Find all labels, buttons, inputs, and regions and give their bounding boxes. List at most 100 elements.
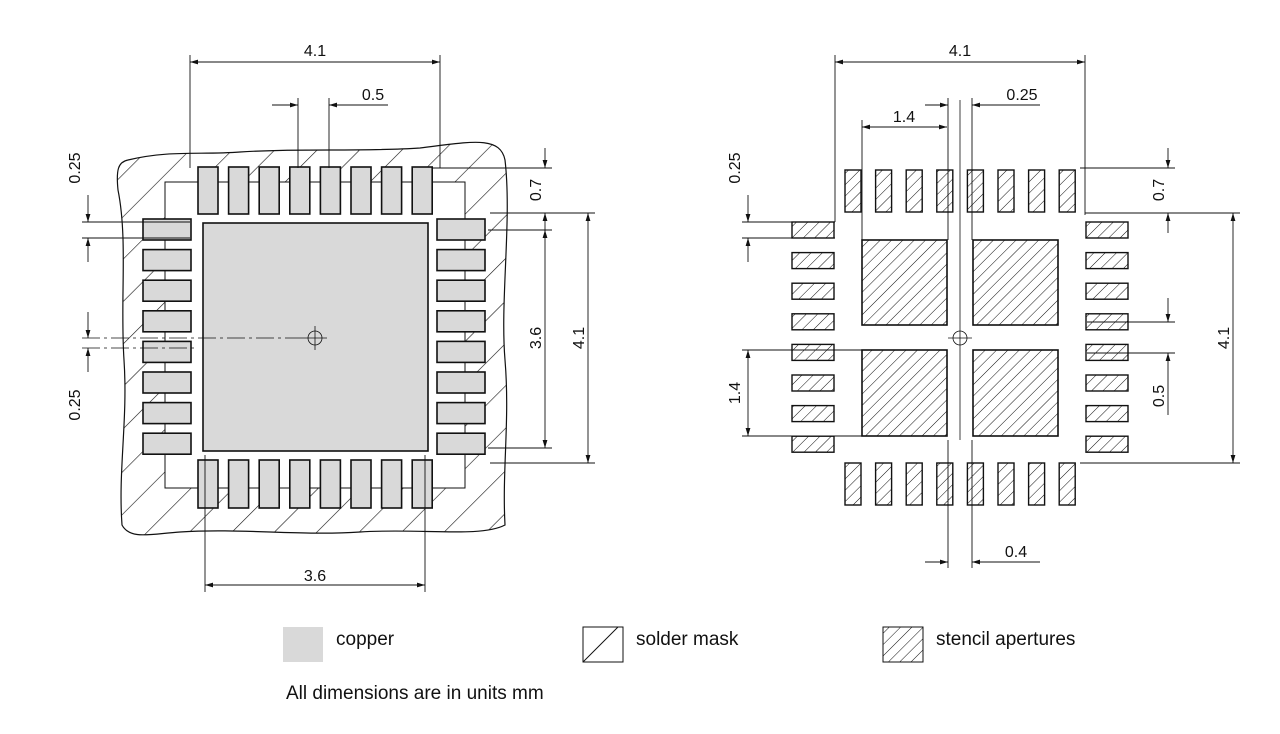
stencil-aperture — [791, 343, 835, 362]
copper-pad — [142, 248, 192, 272]
legend-stencil-label: stencil apertures — [936, 629, 1076, 650]
right-bottom-gap-label: 0.4 — [1005, 544, 1027, 561]
stencil-aperture — [1085, 343, 1129, 362]
right-stencil-width-label: 1.4 — [893, 109, 915, 126]
copper-pad — [197, 459, 219, 509]
stencil-aperture — [936, 169, 954, 213]
stencil-aperture — [861, 239, 948, 326]
left-dimension-labels: 4.1 0.5 0.7 3.6 4.1 0.25 0.25 3.6 — [67, 43, 588, 585]
stencil-aperture — [791, 404, 835, 423]
stencil-aperture — [997, 462, 1015, 506]
stencil-aperture — [1058, 169, 1076, 213]
stencil-aperture — [791, 282, 835, 300]
copper-pad — [319, 459, 342, 509]
stencil-aperture — [874, 462, 893, 506]
copper-pad — [436, 401, 486, 425]
copper-pad — [380, 459, 403, 509]
stencil-aperture — [997, 169, 1015, 213]
copper-pad — [288, 459, 311, 509]
copper-pad — [142, 218, 192, 241]
stencil-aperture — [791, 221, 835, 239]
right-pad-width-label: 0.25 — [727, 152, 744, 183]
solder-mask-swatch — [582, 626, 624, 663]
copper-pad — [142, 401, 192, 425]
stencil-aperture — [791, 435, 835, 453]
copper-pad — [436, 248, 486, 272]
right-outer-span-label: 4.1 — [1216, 327, 1233, 349]
stencil-aperture — [905, 462, 923, 506]
stencil-aperture — [791, 313, 835, 331]
copper-pad — [350, 459, 372, 509]
right-top-width-label: 4.1 — [949, 43, 971, 60]
stencil-aperture — [874, 169, 893, 213]
stencil-aperture — [791, 251, 835, 270]
right-dimension-labels: 4.1 0.25 1.4 0.7 4.1 0.5 0.25 1.4 0.4 — [727, 43, 1233, 561]
stencil-aperture — [966, 462, 985, 506]
right-center-gap-label: 0.25 — [1006, 87, 1037, 104]
copper-pad — [436, 279, 486, 303]
copper-pad — [350, 166, 372, 215]
copper-pad — [227, 459, 250, 509]
copper-pad — [436, 371, 486, 394]
copper-pad — [227, 166, 250, 215]
left-pad-span-label: 3.6 — [528, 327, 545, 349]
copper-pad — [142, 279, 192, 303]
stencil-aperture — [1027, 462, 1046, 506]
stencil-aperture — [844, 462, 862, 506]
stencil-aperture — [791, 374, 835, 392]
stencil-aperture — [844, 169, 862, 213]
left-dimensions — [82, 55, 595, 592]
copper-pad — [288, 166, 311, 215]
stencil-aperture — [972, 239, 1059, 326]
stencil-aperture — [1027, 169, 1046, 213]
copper-pad — [436, 218, 486, 241]
copper-pad — [142, 340, 192, 364]
stencil-aperture — [936, 462, 954, 506]
left-pad-length-label: 0.7 — [528, 179, 545, 201]
copper-swatch — [283, 627, 323, 662]
stencil-aperture — [905, 169, 923, 213]
stencil-aperture — [1085, 221, 1129, 239]
left-pitch-label: 0.5 — [362, 87, 384, 104]
copper-pad — [258, 459, 281, 509]
right-center-mark — [948, 100, 972, 440]
right-dimensions — [742, 55, 1240, 568]
copper-pad — [142, 309, 192, 333]
copper-pad — [319, 166, 342, 215]
copper-pad — [142, 371, 192, 394]
right-pads — [791, 169, 1129, 506]
center-copper-pad — [202, 222, 429, 452]
stencil-aperture — [1085, 435, 1129, 453]
stencil-aperture — [1085, 374, 1129, 392]
left-top-width-label: 4.1 — [304, 43, 326, 60]
stencil-swatch — [882, 626, 924, 663]
stencil-aperture — [966, 169, 985, 213]
stencil-aperture — [1085, 404, 1129, 423]
copper-pad — [142, 432, 192, 456]
right-stencil-center — [861, 239, 1059, 437]
copper-pad — [436, 432, 486, 456]
right-pitch-label: 0.5 — [1151, 385, 1168, 407]
copper-pad — [436, 340, 486, 364]
copper-pad — [411, 459, 434, 509]
copper-pad — [258, 166, 281, 215]
legend-copper-label: copper — [336, 629, 395, 650]
right-pad-length-label: 0.7 — [1151, 179, 1168, 201]
stencil-aperture — [1085, 251, 1129, 270]
left-pads — [142, 166, 486, 509]
stencil-aperture — [861, 349, 948, 437]
legend-solder-mask-label: solder mask — [636, 629, 739, 650]
stencil-aperture — [972, 349, 1059, 437]
copper-pad — [411, 166, 434, 215]
left-pad-width-top-label: 0.25 — [67, 152, 84, 183]
copper-pad — [380, 166, 403, 215]
copper-pad — [436, 309, 486, 333]
left-footprint — [116, 141, 508, 536]
right-stencil-height-label: 1.4 — [727, 382, 744, 404]
left-center-mark — [82, 326, 327, 350]
stencil-aperture — [1058, 462, 1076, 506]
left-pad-width-mid-label: 0.25 — [67, 389, 84, 420]
units-note: All dimensions are in units mm — [286, 683, 544, 704]
left-bottom-width-label: 3.6 — [304, 568, 326, 585]
